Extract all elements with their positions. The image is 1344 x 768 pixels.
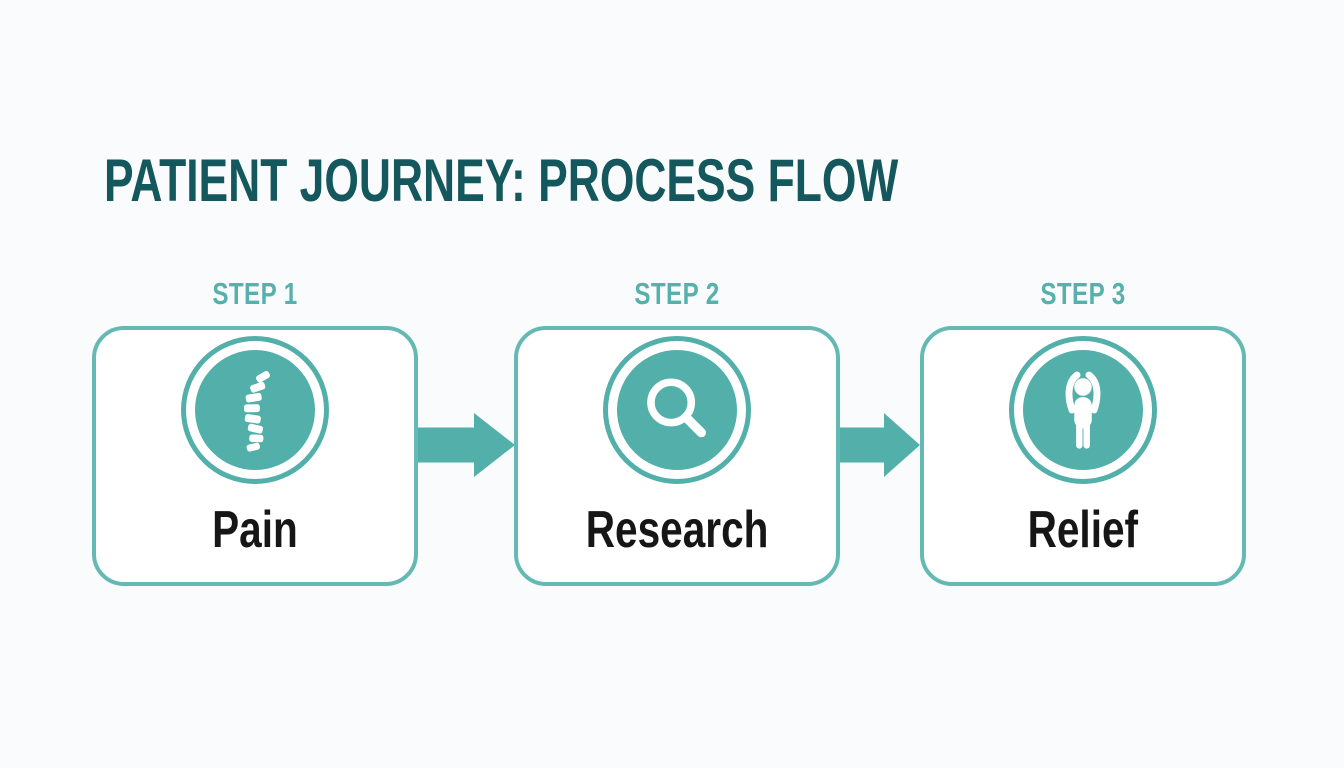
step-3-name: Relief <box>1027 501 1139 559</box>
step-3-icon-ring <box>1009 336 1157 484</box>
step-2-icon-ring <box>603 336 751 484</box>
page-title: PATIENT JOURNEY: PROCESS FLOW <box>104 147 899 214</box>
step-1-name: Pain <box>212 501 298 559</box>
step-2-group: STEP 2 Research <box>514 276 840 586</box>
spine-icon <box>211 366 299 454</box>
step-1-icon-ring <box>181 336 329 484</box>
right-arrow-icon <box>840 413 920 477</box>
flow-arrow-2 <box>840 413 920 477</box>
step-1-icon-disc <box>195 350 315 470</box>
step-1-card: Pain <box>92 326 418 586</box>
step-1-group: STEP 1 <box>92 276 418 586</box>
step-3-card: Relief <box>920 326 1246 586</box>
step-3-group: STEP 3 <box>920 276 1246 586</box>
step-2-label: STEP 2 <box>634 276 720 311</box>
step-1-label: STEP 1 <box>212 276 298 311</box>
magnifier-icon <box>635 368 719 452</box>
step-2-card: Research <box>514 326 840 586</box>
step-3-icon-disc <box>1023 350 1143 470</box>
person-arms-up-icon <box>1037 364 1129 456</box>
step-2-name: Research <box>585 501 769 559</box>
step-3-label: STEP 3 <box>1040 276 1126 311</box>
flow-arrow-1 <box>418 413 515 477</box>
step-2-icon-disc <box>617 350 737 470</box>
right-arrow-icon <box>418 413 515 477</box>
